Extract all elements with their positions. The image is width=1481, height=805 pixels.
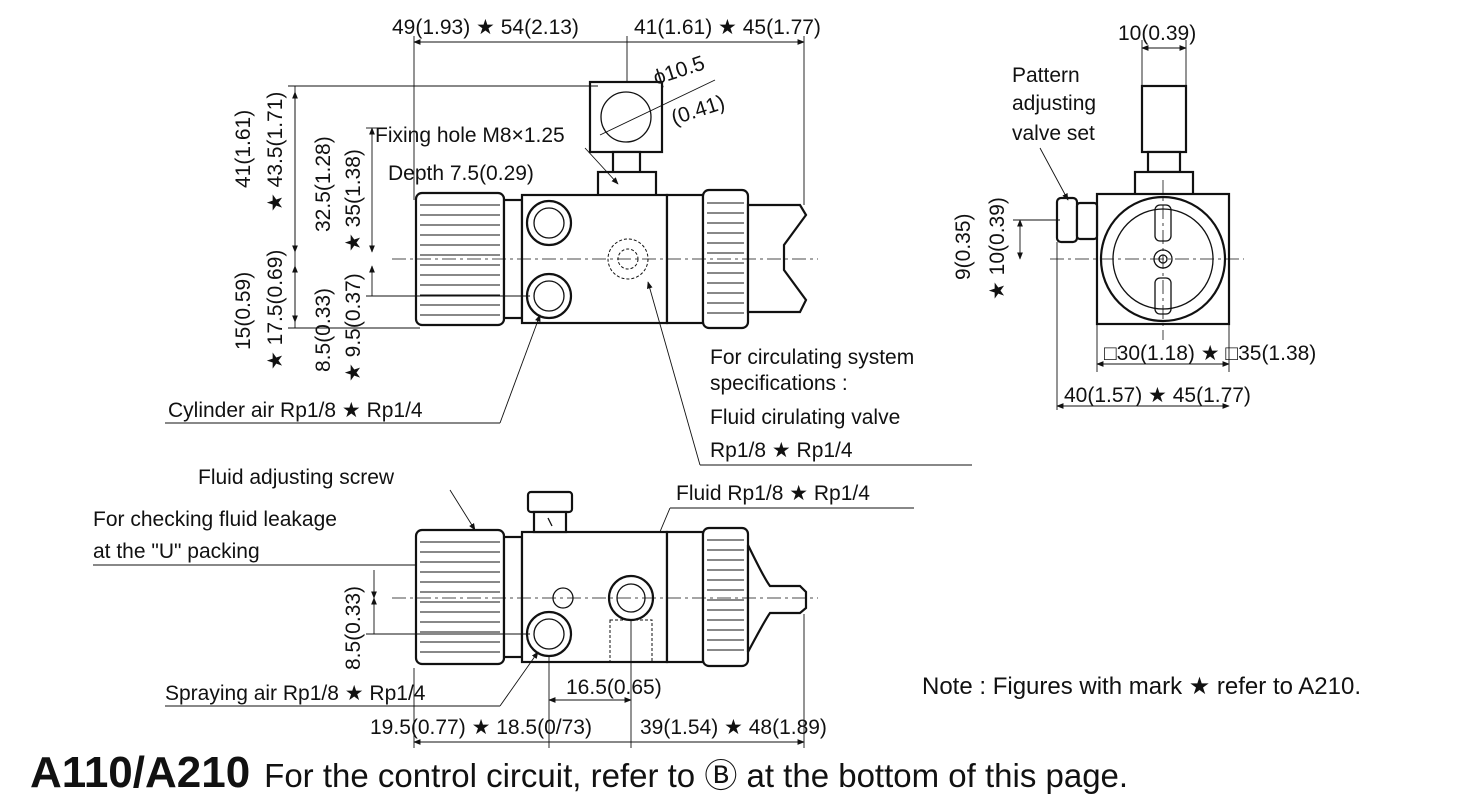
dim-bottom-left: 19.5(0.77) ★ 18.5(0/73)	[370, 716, 592, 739]
vdim-lower-b: ★ 17.5(0.69)	[264, 250, 287, 370]
cylinder-air-label: Cylinder air Rp1/8 ★ Rp1/4	[168, 399, 423, 422]
dim-bottom-right: 39(1.54) ★ 48(1.89)	[640, 716, 827, 739]
depth-label: Depth 7.5(0.29)	[388, 162, 534, 185]
vdim-inner-a: 32.5(1.28)	[312, 136, 335, 232]
diameter-value: ϕ10.5	[650, 52, 707, 90]
vdim-lower2-a: 8.5(0.33)	[312, 288, 335, 372]
side-width-dim: 10(0.39)	[1118, 22, 1196, 45]
top-view: 49(1.93) ★ 54(2.13) 41(1.61) ★ 45(1.77) …	[165, 16, 972, 466]
vdim-lower2-b: ★ 9.5(0.37)	[342, 273, 365, 382]
dim-small: 16.5(0.65)	[566, 676, 662, 699]
bottom-view: Fluid adjusting screw For checking fluid…	[93, 466, 914, 748]
leak-line-2: at the "U" packing	[93, 540, 260, 563]
circ-line-2: specifications :	[710, 372, 848, 395]
pattern-line-3: valve set	[1012, 122, 1095, 145]
title-line: A110/A210 For the control circuit, refer …	[30, 748, 1128, 802]
vdim-inner-b: ★ 35(1.38)	[342, 149, 365, 252]
pattern-line-2: adjusting	[1012, 92, 1096, 115]
circ-line-4: Rp1/8 ★ Rp1/4	[710, 439, 853, 462]
bottom-vdim: 8.5(0.33)	[342, 586, 365, 670]
model-name: A110/A210	[30, 748, 251, 797]
vdim-outer-b: ★ 43.5(1.71)	[264, 92, 287, 212]
side-vdim-b: ★ 10(0.39)	[986, 197, 1009, 300]
fluid-port-label: Fluid Rp1/8 ★ Rp1/4	[676, 482, 870, 505]
spraying-air-label: Spraying air Rp1/8 ★ Rp1/4	[165, 682, 426, 705]
side-view: 10(0.39) Pattern adjusting valve set 9(0…	[952, 22, 1316, 410]
side-width-bottom: 40(1.57) ★ 45(1.77)	[1064, 384, 1251, 407]
pattern-line-1: Pattern	[1012, 64, 1080, 87]
circ-line-1: For circulating system	[710, 346, 914, 369]
fluid-screw-label: Fluid adjusting screw	[198, 466, 395, 489]
circ-line-3: Fluid cirulating valve	[710, 406, 900, 429]
title-description: For the control circuit, refer to Ⓑ at t…	[264, 757, 1129, 794]
note-text: Note : Figures with mark ★ refer to A210…	[922, 673, 1362, 700]
fixing-hole-label: Fixing hole M8×1.25	[375, 124, 565, 147]
side-square-dim: □30(1.18) ★ □35(1.38)	[1104, 342, 1316, 365]
vdim-outer-a: 41(1.61)	[232, 110, 255, 188]
vdim-lower-a: 15(0.59)	[232, 272, 255, 350]
top-dim-right: 41(1.61) ★ 45(1.77)	[634, 16, 821, 39]
leak-line-1: For checking fluid leakage	[93, 508, 337, 531]
diameter-inch: (0.41)	[668, 91, 727, 130]
side-vdim-a: 9(0.35)	[952, 213, 975, 280]
top-dim-left: 49(1.93) ★ 54(2.13)	[392, 16, 579, 39]
